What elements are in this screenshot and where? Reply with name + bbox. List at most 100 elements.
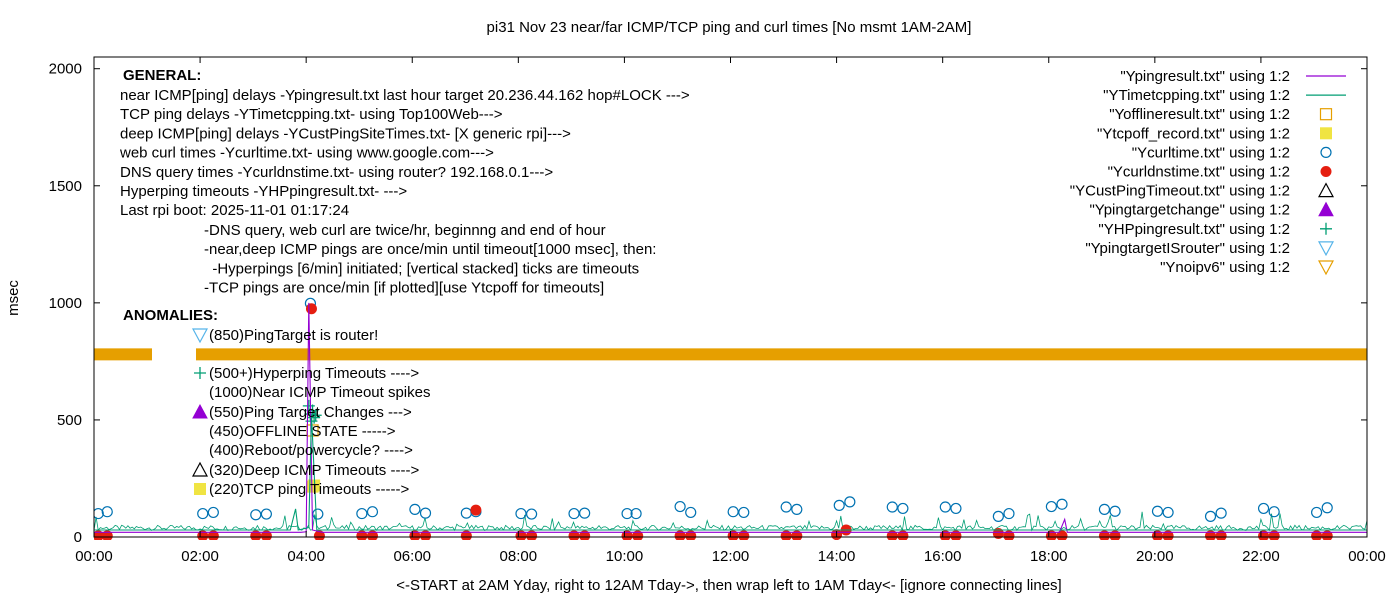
series-ycurldnstime-txt-point-41	[1215, 530, 1227, 540]
series-ycurldnstime-txt-point-17	[579, 530, 591, 540]
series-ycurltime-txt-point-8	[356, 507, 368, 520]
series-ycurldnstime-txt-point-25	[791, 530, 803, 540]
anomaly-marker-3	[192, 403, 208, 419]
anomaly-marker-1	[194, 367, 206, 379]
legend-marker-3	[1320, 127, 1332, 140]
legend-label-4: "Ycurltime.txt" using 1:2	[1132, 144, 1290, 161]
series-ycurltime-txt-point-26	[833, 499, 845, 511]
series-ycurltime-txt-point-42	[1257, 502, 1270, 515]
series-ycurltime-txt-point-21	[685, 506, 697, 519]
series-ycurldnstime-txt-point-23	[738, 530, 750, 540]
series-ycurldnstime-txt-point-24	[780, 530, 792, 540]
anomaly-marker-7	[194, 483, 206, 495]
series-ycurltime-txt-point-22	[727, 506, 739, 518]
x-tick-label-5: 10:00	[606, 548, 644, 565]
anomaly-item-6: (320)Deep ICMP Timeouts ---->	[209, 462, 419, 479]
series-ycurltime-txt-point-18	[621, 507, 633, 520]
y-tick-label-2: 1000	[49, 295, 82, 312]
series-ycurldnstime-txt-point-36	[1098, 530, 1110, 540]
legend: "Ypingresult.txt" using 1:2"YTimetcpping…	[1070, 68, 1346, 276]
anomaly-item-0: (850)PingTarget is router!	[209, 327, 378, 344]
anomaly-item-7: (220)TCP ping Timeouts ----->	[209, 481, 409, 498]
y-axis-label: msec	[5, 280, 22, 316]
series-ycurltime-txt-point-33	[1003, 507, 1015, 520]
series-ycurldnstime-txt-point-40	[1205, 530, 1217, 540]
x-tick-label-10: 20:00	[1136, 548, 1174, 565]
x-tick-label-1: 02:00	[181, 548, 219, 565]
anomaly-item-1: (500+)Hyperping Timeouts ---->	[209, 365, 419, 382]
series-ycurldnstime-txt-point-19	[632, 530, 644, 540]
series-ycurltime-txt-point-40	[1204, 510, 1217, 522]
annotations: GENERAL:near ICMP[ping] delays -Ypingres…	[119, 67, 690, 498]
series-ycurltime-txt-point-19	[630, 507, 642, 520]
series-ycurldnstime-txt-point-20	[674, 530, 686, 540]
noipv6-band-right	[196, 348, 1367, 361]
legend-marker-4	[1320, 146, 1332, 158]
series-ycurltime-txt-point-34	[1045, 500, 1058, 513]
series-ycurltime-txt-point-5	[260, 508, 272, 520]
series-ycurltime-txt-point-29	[897, 502, 909, 515]
general-note-2: -Hyperpings [6/min] initiated; [vertical…	[204, 260, 639, 277]
series-ycurltime-txt-point-32	[992, 510, 1004, 522]
x-tick-label-8: 16:00	[924, 548, 962, 565]
y-tick-label-3: 1500	[49, 178, 82, 195]
general-note-0: -DNS query, web curl are twice/hr, begin…	[204, 222, 606, 239]
x-tick-label-3: 06:00	[393, 548, 431, 565]
series-ycurltime-txt-point-31	[950, 502, 962, 515]
anomaly-item-3: (550)Ping Target Changes --->	[209, 404, 412, 421]
series-ycurldnstime-txt-point-6	[305, 303, 317, 315]
series-ycurltime-txt-point-36	[1098, 503, 1111, 515]
series-ycurldnstime-txt-point-11	[420, 530, 432, 540]
legend-marker-2	[1319, 108, 1333, 121]
series-ycurltime-txt-point-23	[738, 506, 750, 519]
series-ycurltime-txt-point-17	[579, 507, 591, 519]
anomaly-item-5: (400)Reboot/powercycle? ---->	[209, 442, 413, 459]
y-tick-label-1: 500	[57, 412, 82, 429]
series-ycurltime-txt-point-43	[1268, 506, 1280, 518]
anomaly-marker-6	[191, 461, 209, 477]
series-ycurldnstime-txt-point-21	[685, 530, 697, 540]
series-ycurldnstime-txt-point-28	[886, 530, 898, 540]
legend-label-6: "YCustPingTimeout.txt" using 1:2	[1070, 183, 1290, 200]
anomaly-item-4: (450)OFFLINE STATE ----->	[209, 423, 396, 440]
legend-label-1: "YTimetcpping.txt" using 1:2	[1103, 87, 1290, 104]
series-ycurltime-txt-point-3	[207, 506, 219, 519]
x-tick-label-9: 18:00	[1030, 548, 1068, 565]
series-ycurltime-txt-point-16	[568, 507, 580, 520]
legend-label-8: "YHPpingresult.txt" using 1:2	[1098, 221, 1290, 238]
series-ycurltime-txt-point-11	[419, 507, 432, 519]
legend-marker-5	[1320, 166, 1332, 177]
legend-marker-9	[1317, 241, 1335, 257]
series-ycurldnstime-txt-point-4	[250, 530, 262, 540]
series-ycurltime-txt-point-39	[1162, 506, 1174, 519]
general-line-6: Last rpi boot: 2025-11-01 01:17:24	[120, 202, 349, 219]
series-ycurltime-txt-point-24	[780, 501, 792, 513]
series-ypingresult-txt-line	[94, 302, 1367, 533]
chart-title: pi31 Nov 23 near/far ICMP/TCP ping and c…	[487, 19, 972, 36]
series-ycurldnstime-txt-point-31	[950, 530, 962, 540]
series-ycurltime-txt-point-37	[1109, 505, 1121, 517]
series-ycurltime-txt-point-14	[515, 507, 527, 520]
general-note-3: -TCP pings are once/min [if plotted][use…	[204, 280, 604, 297]
general-note-1: -near,deep ICMP pings are once/min until…	[204, 241, 656, 258]
series-ycurltime-txt-point-9	[366, 506, 379, 518]
general-line-4: DNS query times -Ycurldnstime.txt- using…	[120, 164, 553, 181]
x-tick-label-2: 04:00	[287, 548, 325, 565]
general-line-5: Hyperping timeouts -YHPpingresult.txt- -…	[120, 183, 407, 200]
tcp-noise-trace	[94, 511, 1367, 532]
series-ycurldnstime-txt-point-37	[1109, 530, 1121, 540]
series-ycurldnstime-txt-point-12	[460, 530, 472, 540]
series-ycurldnstime-txt-point-13	[470, 504, 482, 516]
legend-label-3: "Ytcpoff_record.txt" using 1:2	[1097, 125, 1290, 142]
series-ycurldnstime-txt-point-29	[897, 530, 909, 540]
series-ycurltime-txt-point-27	[844, 496, 856, 508]
x-axis-label: <-START at 2AM Yday, right to 12AM Tday-…	[396, 577, 1061, 594]
y-tick-label-0: 0	[74, 529, 82, 546]
series-ycurldnstime-txt-point-15	[526, 530, 538, 540]
legend-label-9: "YpingtargetISrouter" using 1:2	[1085, 240, 1290, 257]
series-ycurltime-txt-point-7	[312, 508, 324, 520]
series-ycurltime-txt-point-25	[791, 503, 803, 515]
x-tick-label-4: 08:00	[500, 548, 538, 565]
